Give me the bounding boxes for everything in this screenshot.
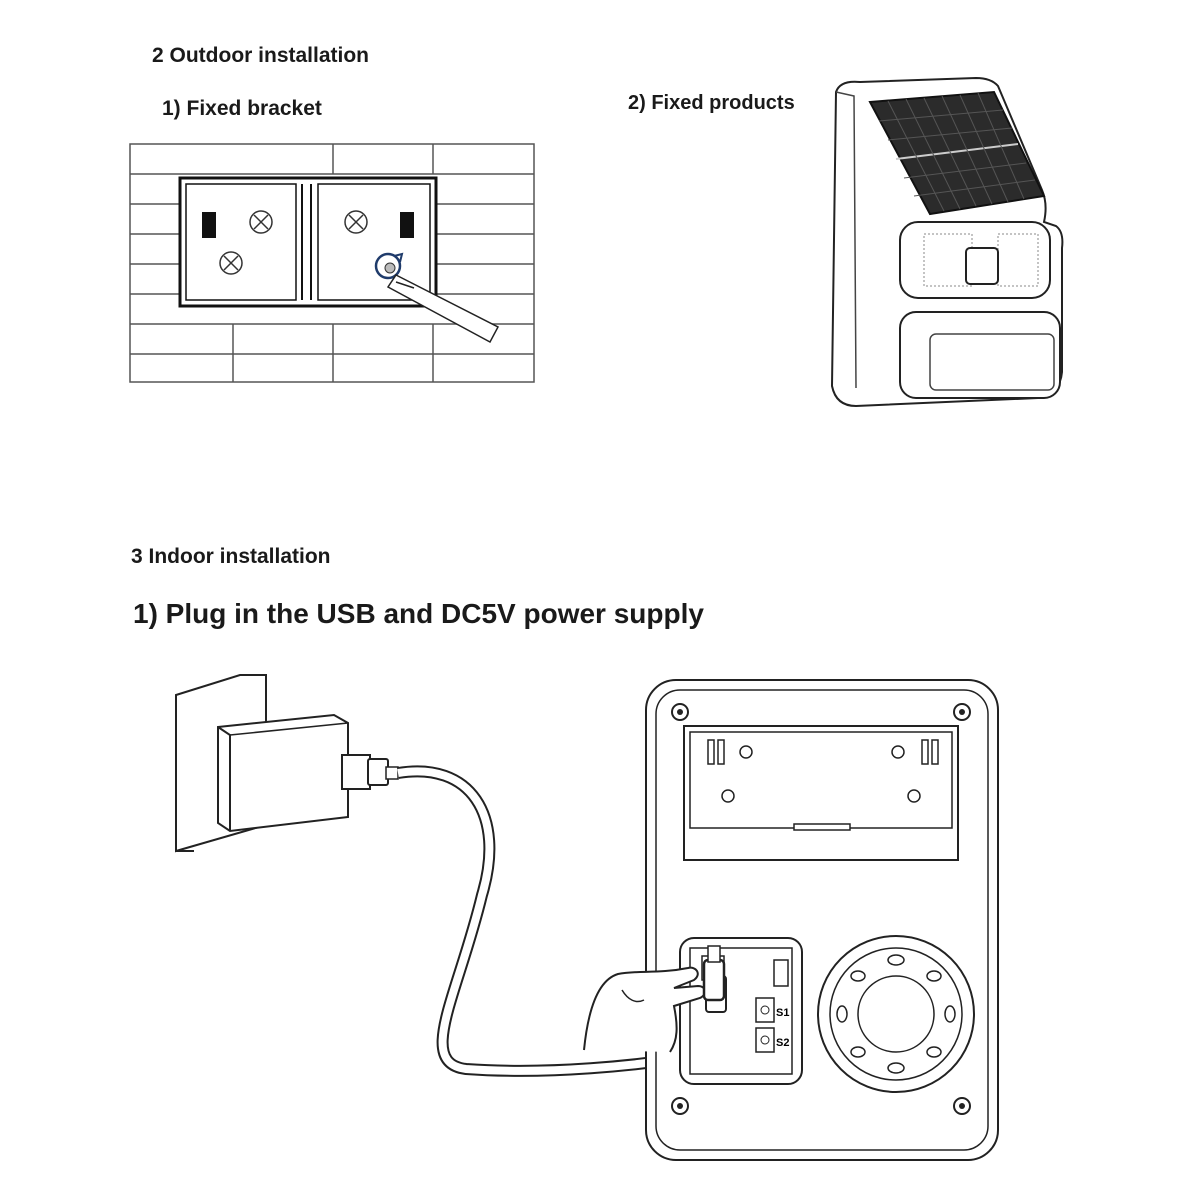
indoor-installation-heading: 3 Indoor installation	[131, 545, 331, 568]
hand-icon	[583, 945, 726, 1053]
solar-panel	[868, 90, 1046, 216]
usb-adapter-illustration	[175, 674, 690, 1077]
plug-usb-label: 1) Plug in the USB and DC5V power supply	[133, 598, 704, 629]
terminal-label-s1: S1	[776, 1007, 789, 1019]
solar-device-illustration	[830, 76, 1064, 408]
terminal-label-s2: S2	[776, 1037, 789, 1049]
siren-speaker	[817, 935, 975, 1093]
power-adapter	[217, 713, 399, 833]
fixed-products-label: 2) Fixed products	[628, 92, 795, 114]
speaker-grille	[899, 221, 1051, 299]
bracket-wall-illustration	[129, 143, 535, 383]
fixed-bracket-label: 1) Fixed bracket	[162, 97, 322, 120]
indoor-unit-illustration: S1 S2	[645, 679, 999, 1161]
bracket-plate	[178, 176, 438, 308]
battery-compartment	[683, 725, 959, 861]
outdoor-installation-heading: 2 Outdoor installation	[152, 44, 370, 67]
pir-sensor-window	[899, 311, 1061, 399]
screwdriver-icon	[374, 252, 500, 344]
